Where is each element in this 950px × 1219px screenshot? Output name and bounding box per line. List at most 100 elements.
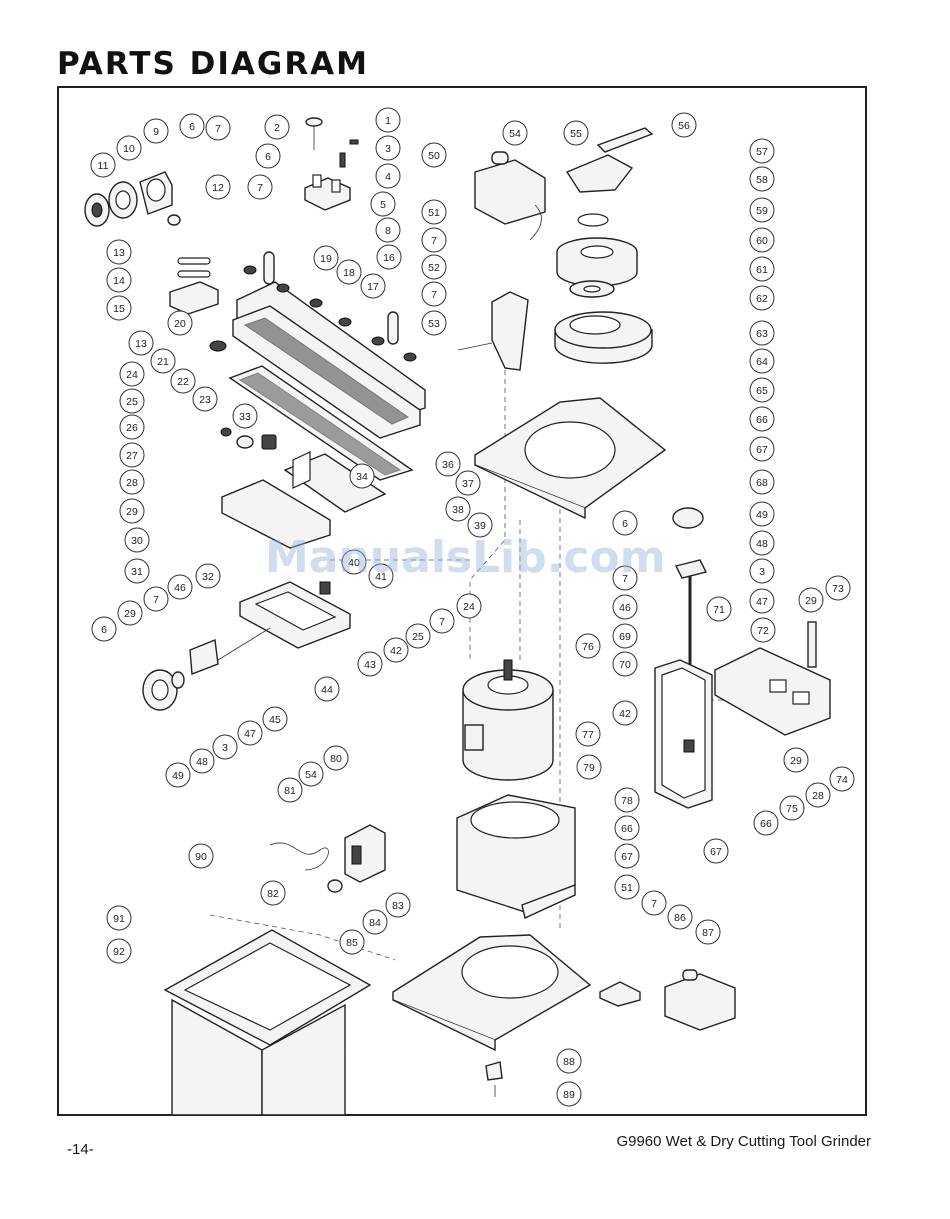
callout-circle [360,273,386,299]
callout-label: 6 [265,151,271,163]
callout-circle [749,197,775,223]
callout-20: 20 [167,310,193,336]
callout-circle [421,227,447,253]
callout-49: 49 [749,501,775,527]
callout-label: 64 [756,356,768,368]
callout-66: 66 [749,406,775,432]
callout-65: 65 [749,377,775,403]
callout-circle [170,368,196,394]
callout-75: 75 [779,795,805,821]
callout-47: 47 [749,588,775,614]
callout-circle [375,217,401,243]
callout-label: 23 [199,394,211,406]
callout-88: 88 [556,1048,582,1074]
callout-circle [405,623,431,649]
callout-circle [749,501,775,527]
callout-circle [612,623,638,649]
callout-circle [749,436,775,462]
callout-label: 7 [153,594,159,606]
callout-circle [232,403,258,429]
callout-59: 59 [749,197,775,223]
callout-label: 7 [651,898,657,910]
callout-label: 44 [321,684,333,696]
callout-29: 29 [117,600,143,626]
callout-circle [106,905,132,931]
callout-circle [421,310,447,336]
callout-circle [262,706,288,732]
callout-79: 79 [576,754,602,780]
callout-label: 17 [367,281,379,293]
callout-circle [119,498,145,524]
callout-label: 34 [356,471,368,483]
callout-circle [749,530,775,556]
callout-label: 48 [756,538,768,550]
callout-4: 4 [375,163,401,189]
callout-72: 72 [750,617,776,643]
callout-6: 6 [179,113,205,139]
callout-22: 22 [170,368,196,394]
callout-label: 80 [330,753,342,765]
callout-41: 41 [368,563,394,589]
callout-label: 25 [412,631,424,643]
callout-28: 28 [119,469,145,495]
motor [462,659,554,781]
callout-label: 12 [212,182,224,194]
callout-circle [614,815,640,841]
callout-label: 66 [760,818,772,830]
callout-51: 51 [614,874,640,900]
callout-89: 89 [556,1081,582,1107]
callout-56: 56 [671,112,697,138]
callout-70: 70 [612,651,638,677]
callout-circle [192,386,218,412]
callout-label: 53 [428,318,440,330]
callout-24: 24 [119,361,145,387]
callout-label: 32 [202,571,214,583]
callout-11: 11 [90,152,116,178]
callout-label: 83 [392,900,404,912]
callout-label: 1 [385,115,391,127]
callout-circle [128,330,154,356]
callout-circle [376,244,402,270]
callout-78: 78 [614,787,640,813]
callout-circle [189,748,215,774]
callout-90: 90 [188,843,214,869]
callout-16: 16 [376,244,402,270]
callout-circle [91,616,117,642]
callout-label: 51 [428,207,440,219]
callout-label: 36 [442,459,454,471]
callout-9: 9 [143,118,169,144]
callout-circle [612,651,638,677]
callout-63: 63 [749,320,775,346]
callout-21: 21 [150,348,176,374]
callout-label: 25 [126,396,138,408]
callout-30: 30 [124,527,150,553]
callout-circle [205,174,231,200]
callout-45: 45 [262,706,288,732]
callout-circle [167,310,193,336]
slotted-bracket [167,214,219,315]
callout-circle [421,142,447,168]
callout-circle [117,600,143,626]
callout-label: 3 [222,742,228,754]
callout-38: 38 [445,496,471,522]
callout-39: 39 [467,512,493,538]
callout-42: 42 [612,700,638,726]
callout-circle [106,267,132,293]
callout-circle [341,549,367,575]
callout-49: 49 [165,762,191,788]
callout-7: 7 [205,115,231,141]
callout-43: 43 [357,651,383,677]
callout-circle [753,810,779,836]
callout-circle [825,575,851,601]
callout-91: 91 [106,905,132,931]
callout-label: 15 [113,303,125,315]
callout-label: 48 [196,756,208,768]
callout-label: 71 [713,604,725,616]
callout-label: 56 [678,120,690,132]
callout-82: 82 [260,880,286,906]
callout-label: 78 [621,795,633,807]
callout-label: 29 [790,755,802,767]
callout-label: 42 [390,645,402,657]
callout-circle [368,563,394,589]
